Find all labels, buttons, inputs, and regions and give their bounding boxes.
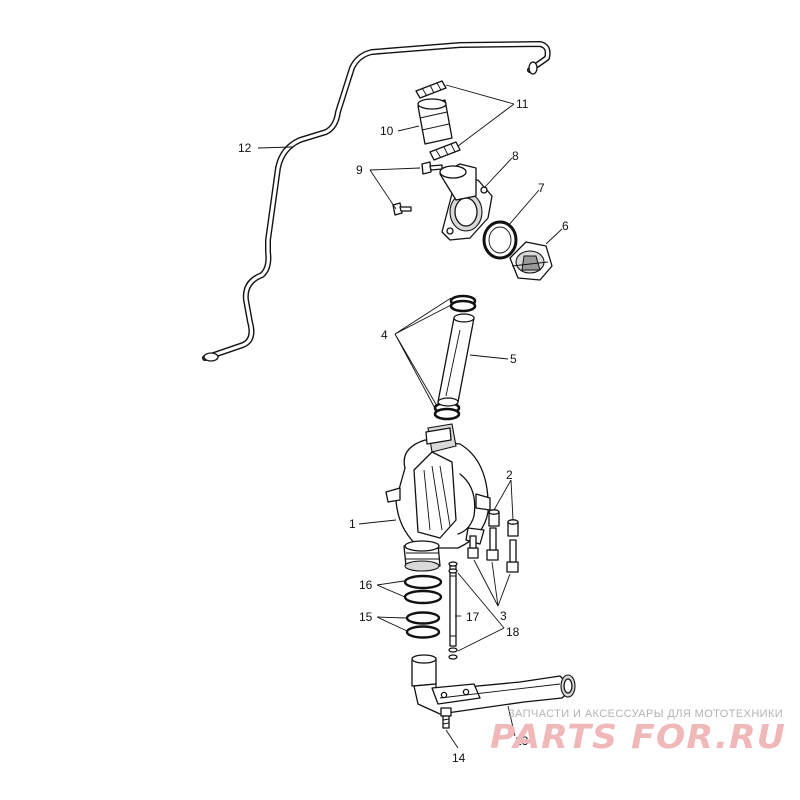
callout-14: 14 [452, 751, 466, 765]
callout-8: 8 [512, 149, 519, 163]
part-18-washer-c [448, 647, 458, 653]
part-15-oring-b [405, 625, 441, 639]
callout-11: 11 [516, 97, 529, 111]
part-9-bolt-lower [392, 202, 412, 216]
part-13-outlet-pipe [411, 654, 576, 715]
callout-9: 9 [356, 163, 363, 177]
part-2-dowel-pin-b [507, 519, 519, 537]
part-17-pump-shaft [449, 565, 457, 647]
callout-17: 17 [466, 610, 480, 624]
part-18-washer-b [448, 568, 458, 574]
callout-5: 5 [510, 352, 517, 366]
part-9-bolt-upper [421, 161, 443, 175]
part-14-bolt [440, 707, 452, 729]
callout-18: 18 [506, 625, 520, 639]
callout-6: 6 [562, 219, 569, 233]
part-7-oring [482, 220, 518, 260]
part-6-thermostat [509, 241, 553, 281]
watermark: ЗАПЧАСТИ И АКСЕССУАРЫ ДЛЯ МОТОТЕХНИКИ PA… [490, 708, 786, 756]
part-15-oring-a [405, 611, 441, 625]
callout-16: 16 [359, 578, 373, 592]
callout-15: 15 [359, 610, 373, 624]
part-4-oring-upper-b [449, 299, 477, 313]
part-18-washer-a [448, 561, 458, 567]
callout-1: 1 [349, 517, 356, 531]
part-4-oring-lower-b [433, 407, 461, 421]
part-3-bolt-b [486, 527, 499, 561]
part-12-bypass-pipe [202, 41, 551, 362]
part-11-hose-clamp-upper [415, 80, 447, 99]
leader-lines [257, 84, 563, 749]
callout-10: 10 [380, 124, 394, 138]
part-16-oring-a [403, 574, 443, 590]
callout-labels: 11 10 12 8 9 7 6 4 5 2 1 16 3 17 15 18 1… [238, 97, 569, 765]
watermark-caption: ЗАПЧАСТИ И АКСЕССУАРЫ ДЛЯ МОТОТЕХНИКИ [508, 708, 783, 720]
part-8-thermostat-cover [439, 163, 493, 241]
callout-13: 13 [515, 734, 529, 748]
part-3-bolt-a [467, 535, 479, 559]
part-10-hose [417, 98, 453, 145]
part-1-water-pump-housing [385, 423, 491, 572]
callout-7: 7 [538, 181, 545, 195]
watermark-logo: PARTS FOR.RU [490, 717, 786, 756]
callout-4: 4 [381, 328, 388, 342]
part-2-dowel-pin-a [488, 509, 500, 527]
callout-3: 3 [500, 609, 507, 623]
part-3-bolt-c [506, 539, 519, 573]
part-5-connecting-tube [437, 313, 475, 407]
part-16-oring-b [403, 589, 443, 605]
part-11-hose-clamp-lower [429, 141, 461, 161]
callout-12: 12 [238, 141, 252, 155]
part-18-washer-d [448, 654, 458, 660]
callout-2: 2 [506, 468, 513, 482]
